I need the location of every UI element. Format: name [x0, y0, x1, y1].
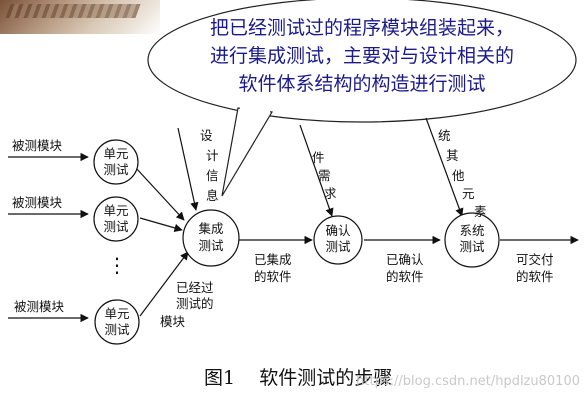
tested-modules-line2: 测试的	[176, 296, 214, 311]
input-label-2: 被测模块	[12, 195, 63, 210]
node-unit1: 单元 测试	[93, 139, 139, 185]
tested-modules-line1: 已经过	[176, 280, 214, 295]
confirmed-software-line2: 的软件	[386, 269, 424, 284]
callout: 把已经测试过的程序模块组装起来， 进行集成测试，主要对与设计相关的 软件体系结构…	[147, 0, 577, 197]
label-requirements: 件 需 求	[312, 150, 337, 201]
design-info-char1: 设	[200, 128, 213, 143]
corner-photo-decoration	[0, 0, 160, 34]
node-unit2-line1: 单元	[103, 203, 128, 218]
flow-unit2-to-integration	[139, 217, 183, 232]
input-label-3: 被测模块	[14, 299, 65, 314]
deliverable-software-line1: 可交付	[516, 252, 554, 267]
node-integration-line1: 集成	[198, 221, 223, 236]
node-unit2: 单元 测试	[93, 196, 139, 242]
watermark: https://blog.csdn.net/hpdlzu80100	[356, 374, 580, 389]
other-elements-char3: 他	[452, 168, 465, 183]
label-integrated-software: 已集成 的软件	[254, 252, 292, 284]
node-unit3-line1: 单元	[104, 306, 129, 321]
label-deliverable-software: 可交付 的软件	[516, 252, 554, 284]
node-system: 系统 测试	[444, 212, 500, 268]
design-info-char4: 息	[206, 188, 219, 203]
flow-requirements	[299, 124, 334, 217]
label-tested-modules: 已经过 测试的 模块	[160, 280, 214, 329]
figure-caption: 图1 软件测试的步骤	[204, 367, 392, 389]
callout-ellipse	[147, 0, 577, 123]
other-elements-char1: 统	[438, 128, 451, 143]
other-elements-char2: 其	[446, 148, 459, 163]
confirmed-software-line1: 已确认	[386, 252, 424, 267]
label-confirmed-software: 已确认 的软件	[386, 252, 424, 284]
ellipsis: ⋮	[107, 253, 127, 277]
node-confirm-line2: 测试	[325, 239, 351, 254]
deliverable-software-line2: 的软件	[516, 269, 554, 284]
flow-unit1-to-integration	[135, 167, 185, 221]
node-unit2-line2: 测试	[103, 219, 129, 234]
node-unit1-line1: 单元	[103, 146, 128, 161]
integrated-software-line2: 的软件	[254, 269, 292, 284]
input-arrows: 被测模块 被测模块 被测模块 ⋮	[8, 138, 127, 323]
other-elements-char4: 元	[462, 186, 475, 201]
requirements-char2: 需	[318, 168, 331, 183]
label-design-info: 设 计 信 息	[200, 128, 219, 203]
node-unit3-line2: 测试	[104, 322, 130, 337]
design-info-char3: 信	[206, 168, 219, 183]
tested-modules-line3: 模块	[160, 314, 186, 329]
flow-lines	[135, 117, 579, 317]
node-unit3: 单元 测试	[94, 299, 140, 345]
design-info-char2: 计	[206, 148, 219, 163]
input-label-1: 被测模块	[12, 138, 63, 153]
node-system-line1: 系统	[459, 223, 484, 238]
other-elements-char5: 素	[474, 204, 487, 219]
callout-pointer	[221, 107, 273, 197]
label-other-elements: 统 其 他 元 素	[438, 128, 487, 219]
node-confirm: 确认 测试	[313, 215, 363, 265]
integrated-software-line1: 已集成	[254, 252, 292, 267]
callout-line-3: 软件体系结构的构造进行测试	[238, 73, 485, 95]
node-confirm-line1: 确认	[325, 223, 351, 238]
flow-other-elements	[425, 117, 464, 217]
flow-unit3-to-integration	[139, 251, 189, 317]
flow-design-info	[177, 127, 199, 211]
node-integration: 集成 测试	[182, 209, 240, 267]
node-system-line2: 测试	[459, 239, 485, 254]
node-unit1-line2: 测试	[103, 162, 129, 177]
callout-line-1: 把已经测试过的程序模块组装起来，	[210, 17, 514, 39]
requirements-char1: 件	[312, 150, 325, 165]
requirements-char3: 求	[324, 186, 337, 201]
node-integration-line2: 测试	[198, 238, 224, 253]
callout-line-2: 进行集成测试，主要对与设计相关的	[210, 45, 514, 67]
